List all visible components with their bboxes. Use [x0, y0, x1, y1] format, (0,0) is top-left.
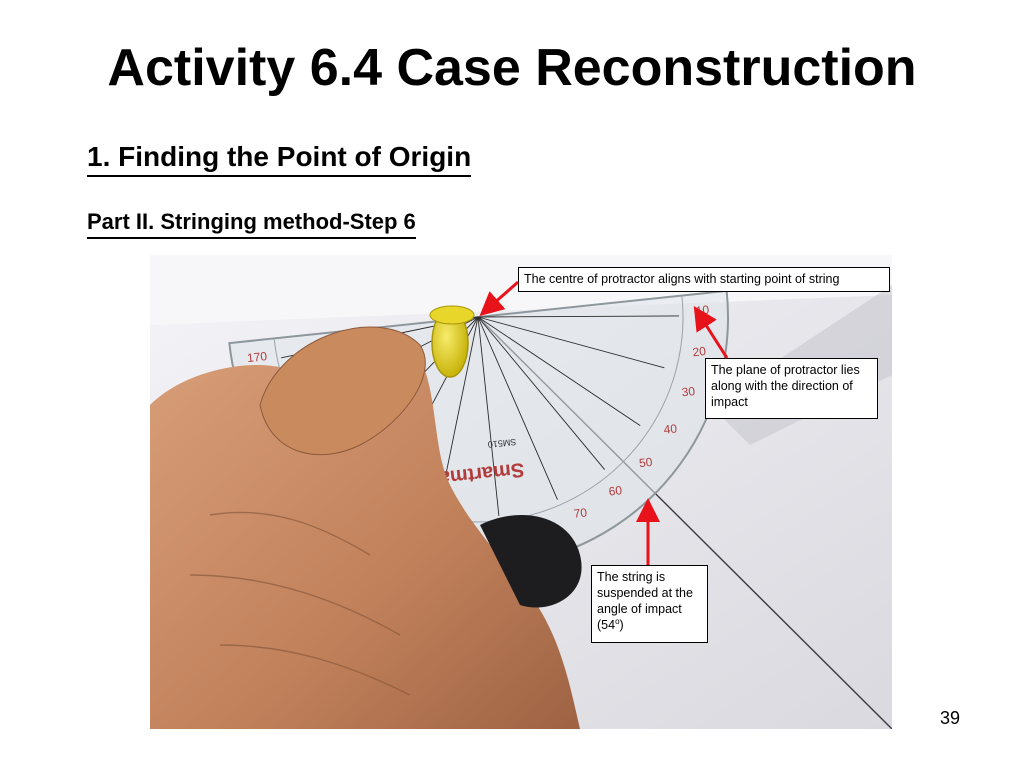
scale-label: 170	[246, 349, 268, 365]
degree-symbol: o	[615, 616, 620, 626]
callout-string-text: The string is suspended at the angle of …	[597, 570, 693, 632]
callout-string-angle: The string is suspended at the angle of …	[591, 565, 708, 643]
push-pin-head	[429, 305, 475, 325]
callout-string-close: )	[619, 618, 624, 632]
protractor-model: SM510	[487, 437, 516, 450]
scale-label: 60	[608, 483, 623, 498]
section-heading: 1. Finding the Point of Origin	[87, 140, 472, 177]
scale-label: 40	[663, 421, 678, 436]
callout-protractor-plane: The plane of protractor lies along with …	[705, 358, 878, 419]
scale-label: 50	[638, 455, 653, 470]
slide-title: Activity 6.4 Case Reconstruction	[107, 39, 917, 97]
step-heading: Part II. Stringing method-Step 6	[87, 208, 416, 239]
callout-protractor-centre: The centre of protractor aligns with sta…	[518, 267, 890, 292]
dark-object	[480, 515, 582, 608]
scale-label: 10	[695, 303, 710, 318]
thumb	[259, 326, 426, 456]
scale-label: 30	[681, 384, 696, 399]
page-number: 39	[939, 708, 961, 728]
protractor-photo: Smartmax SM510 1701601501401301201101009…	[150, 255, 892, 729]
finger-creases	[189, 511, 411, 696]
hand	[150, 330, 580, 729]
scale-label: 70	[573, 505, 588, 520]
